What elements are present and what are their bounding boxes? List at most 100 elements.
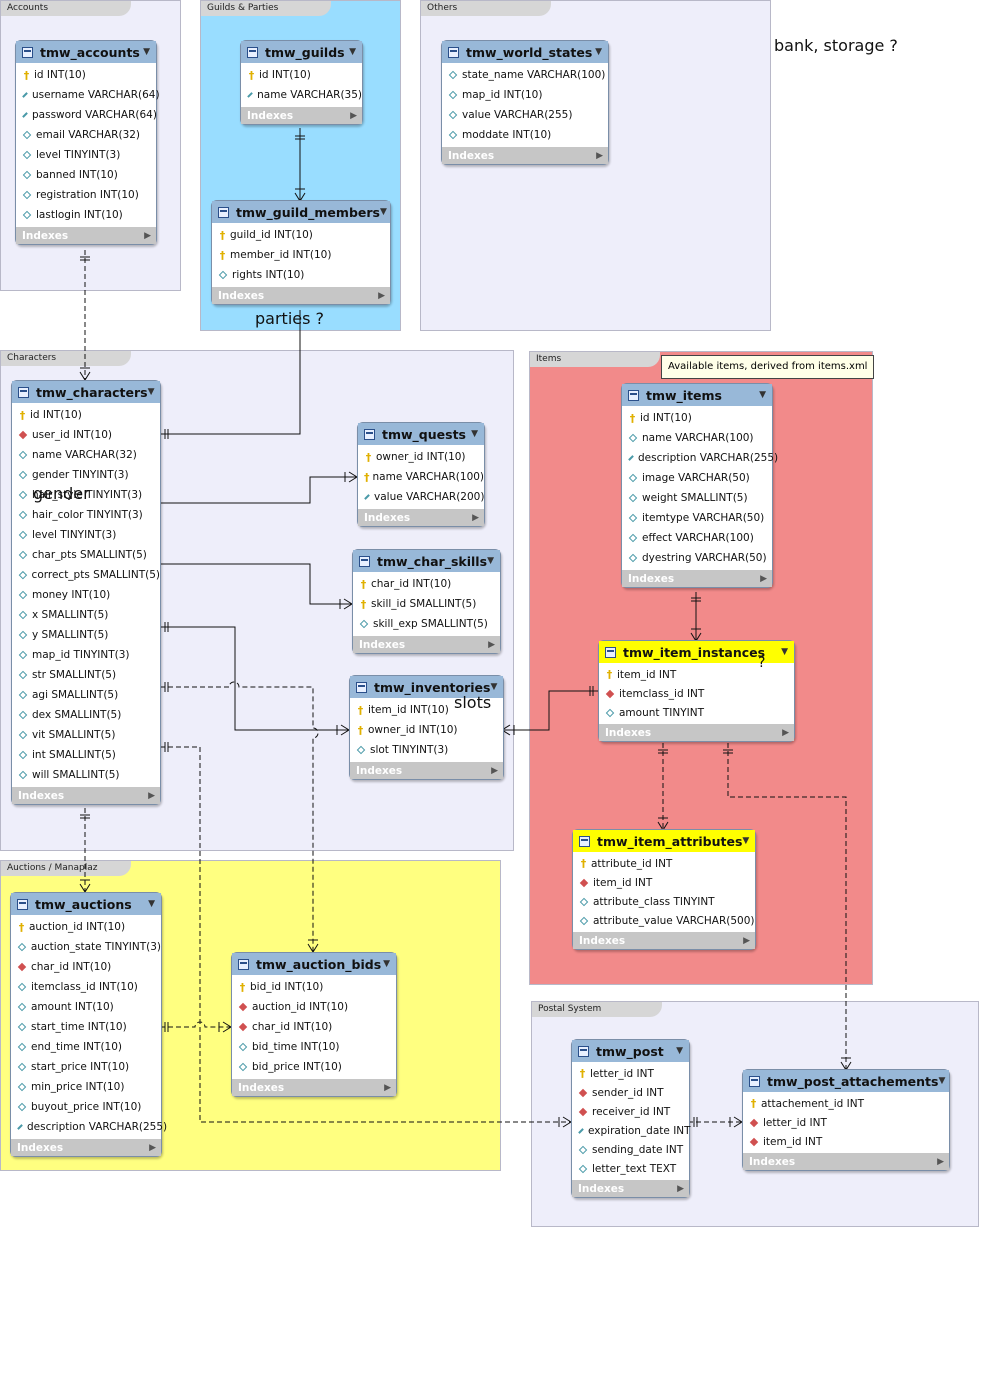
expand-icon[interactable]: ▶ xyxy=(378,290,385,301)
column-row[interactable]: auction_id INT(10) xyxy=(232,997,396,1017)
expand-icon[interactable]: ▶ xyxy=(149,1142,156,1153)
column-row[interactable]: †attribute_id INT xyxy=(573,854,755,873)
column-row[interactable]: itemclass_id INT(10) xyxy=(11,977,161,997)
column-row[interactable]: sending_date INT xyxy=(572,1140,689,1159)
column-row[interactable]: receiver_id INT xyxy=(572,1102,689,1121)
column-row[interactable]: dyestring VARCHAR(50) xyxy=(622,548,772,568)
table-tmw-items[interactable]: tmw_items▼†id INT(10)name VARCHAR(100)de… xyxy=(621,383,778,588)
collapse-arrow-icon[interactable]: ▼ xyxy=(487,556,494,566)
collapse-arrow-icon[interactable]: ▼ xyxy=(676,1046,683,1056)
collapse-arrow-icon[interactable]: ▼ xyxy=(147,387,155,397)
indexes-section[interactable]: Indexes▶ xyxy=(599,724,794,741)
table-tmw-accounts[interactable]: tmw_accounts▼†id INT(10)username VARCHAR… xyxy=(15,40,160,245)
expand-icon[interactable]: ▶ xyxy=(760,573,767,584)
expand-icon[interactable]: ▶ xyxy=(144,230,151,241)
column-row[interactable]: dex SMALLINT(5) xyxy=(12,705,160,725)
column-row[interactable]: char_pts SMALLINT(5) xyxy=(12,545,160,565)
indexes-section[interactable]: Indexes▶ xyxy=(743,1153,949,1170)
column-row[interactable]: hair_style TINYINT(3) xyxy=(12,485,160,505)
column-row[interactable]: effect VARCHAR(100) xyxy=(622,528,772,548)
column-row[interactable]: min_price INT(10) xyxy=(11,1077,161,1097)
column-row[interactable]: email VARCHAR(32) xyxy=(16,125,156,145)
expand-icon[interactable]: ▶ xyxy=(488,639,495,650)
column-row[interactable]: †letter_id INT xyxy=(572,1064,689,1083)
expand-icon[interactable]: ▶ xyxy=(384,1082,391,1093)
column-row[interactable]: int SMALLINT(5) xyxy=(12,745,160,765)
column-row[interactable]: map_id INT(10) xyxy=(442,85,608,105)
column-row[interactable]: †id INT(10) xyxy=(241,65,362,85)
expand-icon[interactable]: ▶ xyxy=(350,110,357,121)
column-row[interactable]: char_id INT(10) xyxy=(232,1017,396,1037)
indexes-section[interactable]: Indexes▶ xyxy=(212,287,390,304)
expand-icon[interactable]: ▶ xyxy=(677,1183,684,1194)
expand-icon[interactable]: ▶ xyxy=(148,790,155,801)
table-header[interactable]: tmw_item_attributes▼ xyxy=(573,830,755,852)
indexes-section[interactable]: Indexes▶ xyxy=(12,787,160,804)
table-tmw-auctions[interactable]: tmw_auctions▼†auction_id INT(10)auction_… xyxy=(10,892,167,1157)
expand-icon[interactable]: ▶ xyxy=(743,935,750,946)
column-row[interactable]: vit SMALLINT(5) xyxy=(12,725,160,745)
table-tmw-quests[interactable]: tmw_quests▼†owner_id INT(10)†name VARCHA… xyxy=(357,422,485,527)
column-row[interactable]: †item_id INT(10) xyxy=(350,700,503,720)
table-header[interactable]: tmw_post_attachements▼ xyxy=(743,1070,949,1092)
column-row[interactable]: registration INT(10) xyxy=(16,185,156,205)
column-row[interactable]: map_id TINYINT(3) xyxy=(12,645,160,665)
column-row[interactable]: description VARCHAR(255) xyxy=(11,1117,167,1137)
column-row[interactable]: †auction_id INT(10) xyxy=(11,917,161,937)
collapse-arrow-icon[interactable]: ▼ xyxy=(349,47,356,57)
collapse-arrow-icon[interactable]: ▼ xyxy=(938,1076,946,1086)
collapse-arrow-icon[interactable]: ▼ xyxy=(148,899,155,909)
indexes-section[interactable]: Indexes▶ xyxy=(622,570,772,587)
table-tmw-world-states[interactable]: tmw_world_states▼state_name VARCHAR(100)… xyxy=(441,40,609,165)
collapse-arrow-icon[interactable]: ▼ xyxy=(383,959,390,969)
collapse-arrow-icon[interactable]: ▼ xyxy=(759,390,766,400)
indexes-section[interactable]: Indexes▶ xyxy=(232,1079,396,1096)
table-tmw-inventories[interactable]: tmw_inventories▼†item_id INT(10)†owner_i… xyxy=(349,675,504,780)
column-row[interactable]: amount TINYINT xyxy=(599,703,794,722)
column-row[interactable]: name VARCHAR(100) xyxy=(622,428,772,448)
indexes-section[interactable]: Indexes▶ xyxy=(572,1180,689,1197)
column-row[interactable]: agi SMALLINT(5) xyxy=(12,685,160,705)
column-row[interactable]: value VARCHAR(200) xyxy=(358,487,484,507)
column-row[interactable]: level TINYINT(3) xyxy=(16,145,156,165)
column-row[interactable]: itemtype VARCHAR(50) xyxy=(622,508,772,528)
column-row[interactable]: moddate INT(10) xyxy=(442,125,608,145)
table-tmw-guild-members[interactable]: tmw_guild_members▼†guild_id INT(10)†memb… xyxy=(211,200,391,305)
collapse-arrow-icon[interactable]: ▼ xyxy=(742,836,750,846)
table-header[interactable]: tmw_guilds▼ xyxy=(241,41,362,63)
column-row[interactable]: sender_id INT xyxy=(572,1083,689,1102)
column-row[interactable]: str SMALLINT(5) xyxy=(12,665,160,685)
table-tmw-characters[interactable]: tmw_characters▼†id INT(10)user_id INT(10… xyxy=(11,380,161,805)
column-row[interactable]: bid_time INT(10) xyxy=(232,1037,396,1057)
column-row[interactable]: buyout_price INT(10) xyxy=(11,1097,161,1117)
column-row[interactable]: name VARCHAR(32) xyxy=(12,445,160,465)
column-row[interactable]: correct_pts SMALLINT(5) xyxy=(12,565,160,585)
column-row[interactable]: gender TINYINT(3) xyxy=(12,465,160,485)
column-row[interactable]: amount INT(10) xyxy=(11,997,161,1017)
indexes-section[interactable]: Indexes▶ xyxy=(358,509,484,526)
column-row[interactable]: state_name VARCHAR(100) xyxy=(442,65,608,85)
table-tmw-char-skills[interactable]: tmw_char_skills▼†char_id INT(10)†skill_i… xyxy=(352,549,501,654)
column-row[interactable]: password VARCHAR(64) xyxy=(16,105,157,125)
expand-icon[interactable]: ▶ xyxy=(782,727,789,738)
indexes-section[interactable]: Indexes▶ xyxy=(573,932,755,949)
column-row[interactable]: †guild_id INT(10) xyxy=(212,225,390,245)
expand-icon[interactable]: ▶ xyxy=(491,765,498,776)
table-header[interactable]: tmw_quests▼ xyxy=(358,423,484,445)
table-header[interactable]: tmw_item_instances▼ xyxy=(599,641,794,663)
table-header[interactable]: tmw_auctions▼ xyxy=(11,893,161,915)
column-row[interactable]: bid_price INT(10) xyxy=(232,1057,396,1077)
column-row[interactable]: char_id INT(10) xyxy=(11,957,161,977)
indexes-section[interactable]: Indexes▶ xyxy=(16,227,156,244)
column-row[interactable]: weight SMALLINT(5) xyxy=(622,488,772,508)
column-row[interactable]: skill_exp SMALLINT(5) xyxy=(353,614,500,634)
column-row[interactable]: expiration_date INT xyxy=(572,1121,691,1140)
indexes-section[interactable]: Indexes▶ xyxy=(442,147,608,164)
column-row[interactable]: attribute_value VARCHAR(500) xyxy=(573,911,755,930)
table-tmw-auction-bids[interactable]: tmw_auction_bids▼†bid_id INT(10)auction_… xyxy=(231,952,397,1097)
column-row[interactable]: attribute_class TINYINT xyxy=(573,892,755,911)
indexes-section[interactable]: Indexes▶ xyxy=(241,107,362,124)
